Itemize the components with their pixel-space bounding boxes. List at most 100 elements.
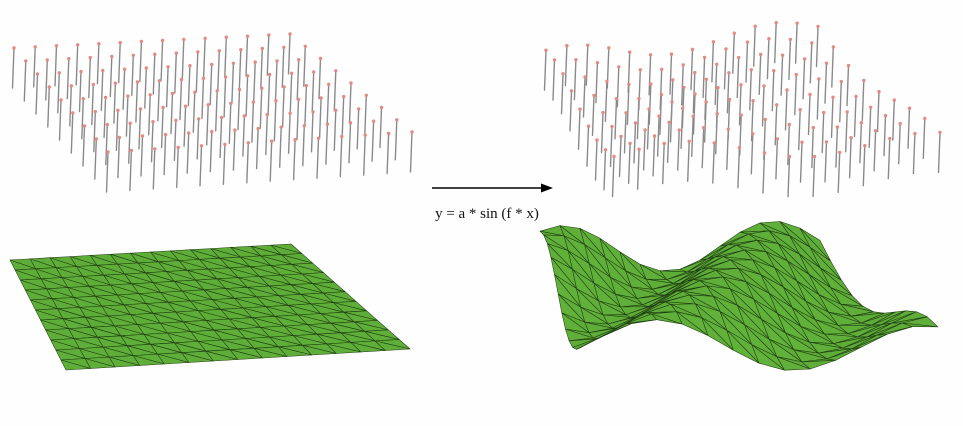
needle xyxy=(762,152,766,194)
needle xyxy=(937,131,941,174)
needle-head xyxy=(302,124,306,128)
needle-head xyxy=(179,77,184,82)
needle-head xyxy=(170,91,175,96)
needle-head xyxy=(751,132,755,136)
needle-head xyxy=(395,118,399,122)
needle xyxy=(175,146,179,189)
needle xyxy=(594,139,598,181)
needle-head xyxy=(297,58,301,62)
mesh-facet xyxy=(108,356,140,368)
needle-head xyxy=(35,72,40,76)
needle xyxy=(183,105,187,147)
mesh-facet xyxy=(801,360,836,370)
needle-head xyxy=(282,85,286,89)
needle-head xyxy=(863,144,867,148)
needle xyxy=(356,108,360,150)
needle xyxy=(165,66,169,108)
needle-head xyxy=(144,66,148,70)
needle-head xyxy=(552,58,557,62)
needle-head xyxy=(601,110,605,115)
needle xyxy=(873,130,877,172)
needle-head xyxy=(188,63,192,68)
needle-head xyxy=(151,120,155,124)
needle-head xyxy=(812,154,817,159)
needle-head xyxy=(187,131,191,135)
needle xyxy=(798,108,801,151)
needle-head xyxy=(822,110,826,115)
needle-head xyxy=(724,47,728,51)
needle-head xyxy=(131,53,135,57)
needle-head xyxy=(166,65,170,69)
needle xyxy=(205,104,209,146)
needle-head xyxy=(628,141,632,146)
needle xyxy=(144,67,148,109)
needle xyxy=(129,149,133,192)
needle-head xyxy=(256,126,260,131)
needle xyxy=(100,69,104,112)
needle xyxy=(316,137,320,179)
needle-head xyxy=(215,89,219,93)
needle-head xyxy=(628,50,632,54)
needle xyxy=(58,99,62,141)
needle xyxy=(33,46,36,88)
needle-head xyxy=(732,31,736,35)
needle-head xyxy=(775,103,779,107)
needle-head xyxy=(57,71,61,75)
needle xyxy=(160,106,164,149)
needle-head xyxy=(787,154,792,159)
needle-head xyxy=(239,48,243,52)
needle xyxy=(614,97,618,140)
needle-head xyxy=(79,69,83,74)
needle xyxy=(824,62,828,104)
needle-head xyxy=(670,100,674,104)
needle-head xyxy=(174,118,178,123)
needle-head xyxy=(759,52,763,57)
needle-head xyxy=(859,121,864,125)
needle xyxy=(821,111,825,154)
needle-head xyxy=(702,126,706,130)
needle xyxy=(96,43,100,85)
mesh-facet xyxy=(157,353,190,365)
needle-head xyxy=(923,116,927,121)
needle-head xyxy=(614,97,619,101)
needle-head xyxy=(153,52,157,56)
needle xyxy=(269,140,273,182)
mesh-facet xyxy=(851,334,888,349)
needle-head xyxy=(798,108,802,112)
needle-head xyxy=(288,111,292,115)
needle xyxy=(91,83,95,126)
needle xyxy=(766,38,770,80)
needle-head xyxy=(693,92,697,96)
needle xyxy=(109,55,113,98)
needle xyxy=(113,82,117,124)
needle xyxy=(174,52,178,94)
needle xyxy=(564,45,568,87)
needle xyxy=(348,82,352,124)
needle-head xyxy=(845,110,849,114)
needle-head xyxy=(831,95,835,100)
needle xyxy=(794,22,798,64)
needle xyxy=(228,102,232,145)
needle xyxy=(815,25,819,68)
needle-head xyxy=(69,84,74,88)
needle-head xyxy=(33,45,37,49)
needle xyxy=(648,83,652,125)
needle-head xyxy=(379,105,384,110)
needle xyxy=(202,37,206,80)
needle-head xyxy=(174,51,178,55)
needle xyxy=(304,84,308,127)
needle xyxy=(839,80,842,123)
needle-head xyxy=(808,92,812,97)
needle-head xyxy=(349,81,353,85)
needle xyxy=(47,86,50,128)
needle xyxy=(214,90,218,132)
needle-head xyxy=(785,88,789,92)
needle xyxy=(831,46,834,88)
needle-head xyxy=(780,53,785,57)
needle-head xyxy=(316,136,321,140)
needle xyxy=(861,79,865,122)
needle xyxy=(163,133,167,176)
needle xyxy=(209,63,213,106)
needle xyxy=(627,142,631,185)
